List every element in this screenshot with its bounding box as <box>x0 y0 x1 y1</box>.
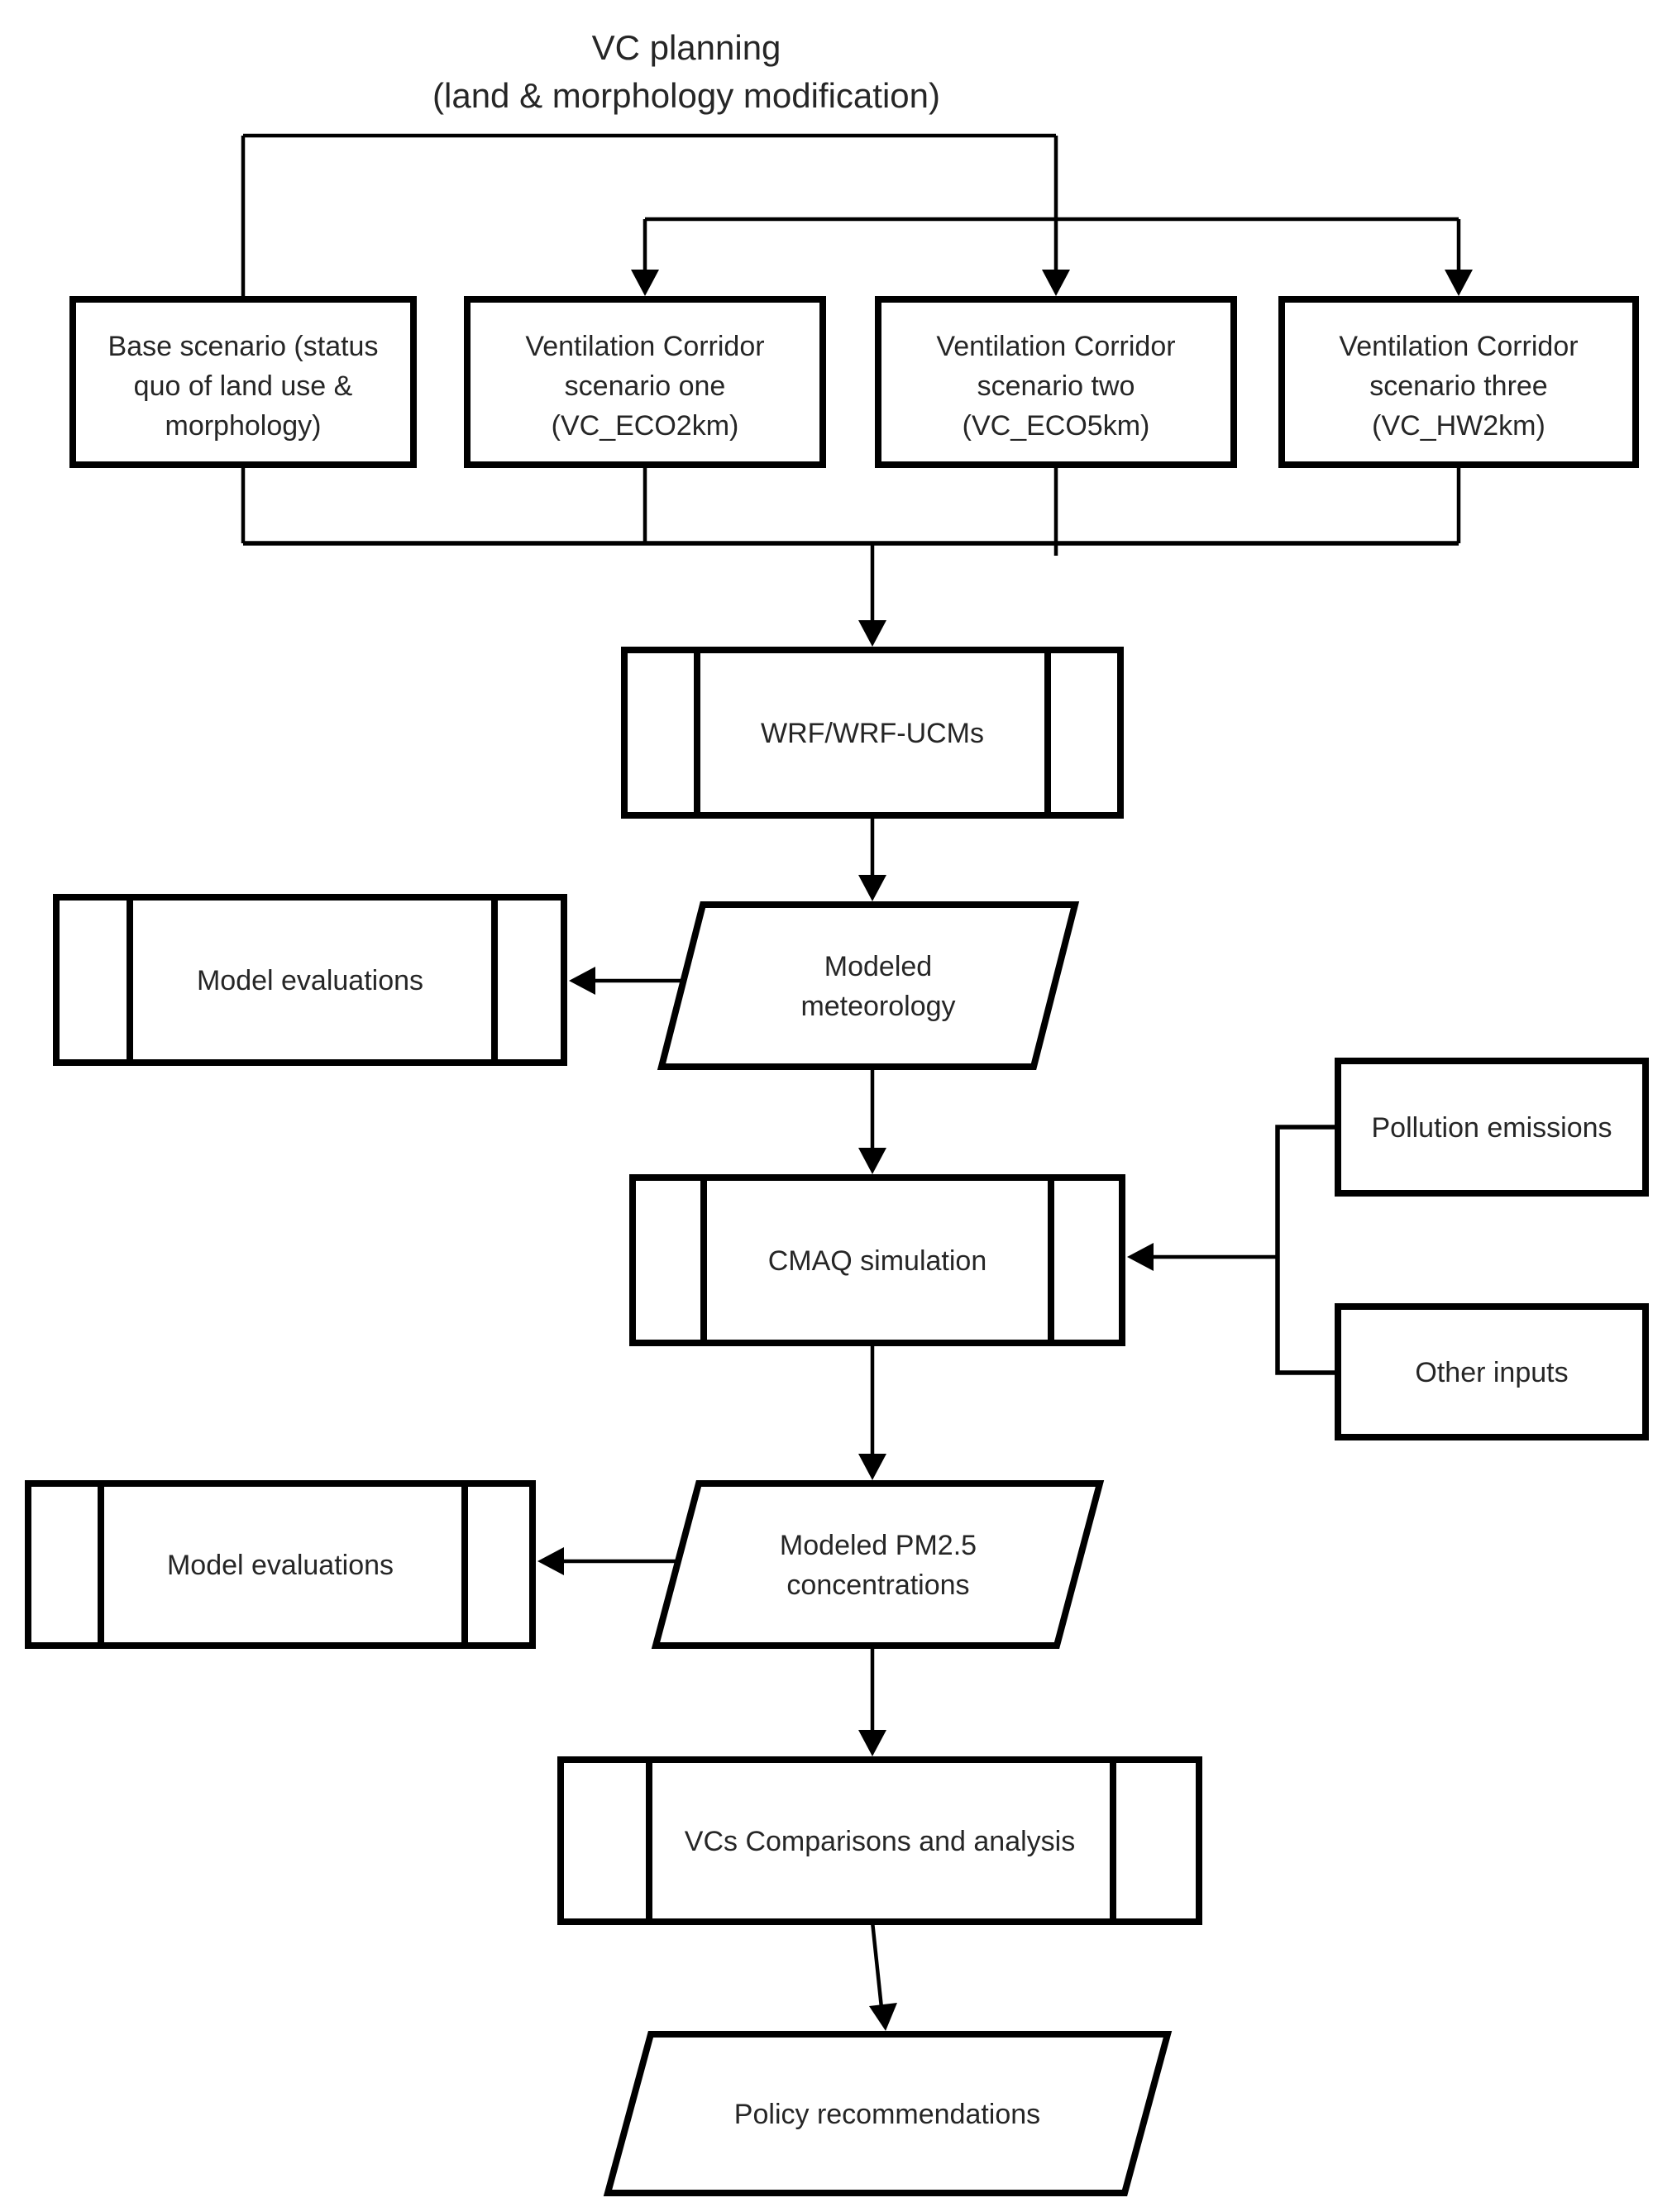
vcs-comparisons-label: VCs Comparisons and analysis <box>685 1826 1075 1857</box>
base-scenario-line2: quo of land use & <box>134 370 353 402</box>
modeled-pm25-parallelogram <box>651 1480 1105 1649</box>
node-model-evaluations-pm25: Model evaluations <box>25 1480 536 1649</box>
wrf-label: WRF/WRF-UCMs <box>761 718 984 749</box>
scenario-three-box <box>1278 296 1639 468</box>
vcs-comparisons-box <box>557 1756 1202 1925</box>
node-other-inputs: Other inputs <box>1335 1303 1649 1440</box>
connector-scenarios-to-wrf <box>241 465 1461 647</box>
scenario-one-box <box>464 296 826 468</box>
modeled-pm25-line1: Modeled PM2.5 <box>780 1530 977 1561</box>
arrowhead-into-vcs <box>858 1730 886 1756</box>
connector-meteorology-to-evaluations <box>569 967 683 995</box>
node-policy-recommendations: Policy recommendations <box>603 2031 1173 2196</box>
scenario-two-line2: scenario two <box>977 370 1135 402</box>
arrowhead-into-wrf <box>858 620 886 647</box>
node-cmaq: CMAQ simulation <box>629 1174 1125 1346</box>
connector-meteorology-to-cmaq <box>858 1067 886 1174</box>
modeled-pm25-line2: concentrations <box>786 1569 969 1601</box>
node-model-evaluations-met: Model evaluations <box>53 894 567 1066</box>
scenario-three-line2: scenario three <box>1369 370 1547 402</box>
connector-pm25-to-vcs <box>858 1646 886 1756</box>
connector-title-to-scenarios <box>241 133 1473 299</box>
node-vcs-comparisons: VCs Comparisons and analysis <box>557 1756 1202 1925</box>
scenario-two-box <box>875 296 1237 468</box>
arrowhead-into-evaluations-lower <box>537 1547 564 1575</box>
arrowhead-into-meteorology <box>858 875 886 901</box>
arrowhead-into-cmaq-right <box>1127 1243 1154 1271</box>
arrowhead-into-scenario-one <box>631 270 659 296</box>
scenario-two-line1: Ventilation Corridor <box>936 331 1175 362</box>
modeled-meteorology-line2: meteorology <box>800 991 955 1022</box>
node-wrf: WRF/WRF-UCMs <box>621 647 1124 819</box>
scenario-two-line3: (VC_ECO5km) <box>963 410 1150 442</box>
arrowhead-into-pm25 <box>858 1454 886 1480</box>
base-scenario-line1: Base scenario (status <box>108 331 379 362</box>
inputs-bracket <box>1275 1125 1338 1375</box>
scenario-one-line3: (VC_ECO2km) <box>552 410 739 442</box>
policy-recommendations-parallelogram <box>603 2031 1173 2196</box>
connector-wrf-to-meteorology <box>858 815 886 901</box>
scenario-one-line1: Ventilation Corridor <box>525 331 764 362</box>
modeled-meteorology-parallelogram <box>657 901 1080 1070</box>
diagram-title-line2: (land & morphology modification) <box>432 76 940 115</box>
scenario-three-line3: (VC_HW2km) <box>1372 410 1545 442</box>
modeled-meteorology-line1: Modeled <box>824 951 932 982</box>
diagram-title-line1: VC planning <box>592 28 781 67</box>
connector-vcs-down <box>870 1921 884 2009</box>
diagram-title: VC planning (land & morphology modificat… <box>432 28 940 115</box>
connector-pm25-to-evaluations <box>537 1547 678 1575</box>
node-modeled-pm25: Modeled PM2.5 concentrations <box>651 1480 1105 1649</box>
pollution-emissions-label: Pollution emissions <box>1371 1112 1612 1144</box>
base-scenario-box <box>69 296 417 468</box>
arrowhead-into-cmaq <box>858 1148 886 1174</box>
cmaq-box <box>629 1174 1125 1346</box>
node-base-scenario: Base scenario (status quo of land use & … <box>69 296 417 468</box>
model-evaluations-pm25-label: Model evaluations <box>167 1550 394 1581</box>
scenario-one-line2: scenario one <box>565 370 726 402</box>
connector-inputs-to-cmaq <box>1127 1125 1338 1375</box>
policy-recommendations-label: Policy recommendations <box>734 2099 1040 2130</box>
model-evaluations-met-label: Model evaluations <box>197 965 423 996</box>
scenario-three-line1: Ventilation Corridor <box>1339 331 1578 362</box>
other-inputs-label: Other inputs <box>1415 1357 1568 1388</box>
node-pollution-emissions: Pollution emissions <box>1335 1058 1649 1197</box>
node-scenario-three: Ventilation Corridor scenario three (VC_… <box>1278 296 1639 468</box>
node-scenario-two: Ventilation Corridor scenario two (VC_EC… <box>875 296 1237 468</box>
model-evaluations-met-box <box>53 894 567 1066</box>
connector-vcs-to-policy <box>869 1921 897 2031</box>
other-inputs-box <box>1335 1303 1649 1440</box>
connector-cmaq-to-pm25 <box>858 1343 886 1480</box>
arrowhead-into-scenario-two <box>1042 270 1070 296</box>
arrowhead-into-evaluations-upper <box>569 967 595 995</box>
arrowhead-into-policy <box>869 2003 897 2031</box>
node-modeled-meteorology: Modeled meteorology <box>657 901 1080 1070</box>
pollution-emissions-box <box>1335 1058 1649 1197</box>
arrowhead-into-scenario-three <box>1445 270 1473 296</box>
cmaq-label: CMAQ simulation <box>768 1245 987 1277</box>
node-scenario-one: Ventilation Corridor scenario one (VC_EC… <box>464 296 826 468</box>
model-evaluations-pm25-box <box>25 1480 536 1649</box>
base-scenario-line3: morphology) <box>165 410 322 442</box>
